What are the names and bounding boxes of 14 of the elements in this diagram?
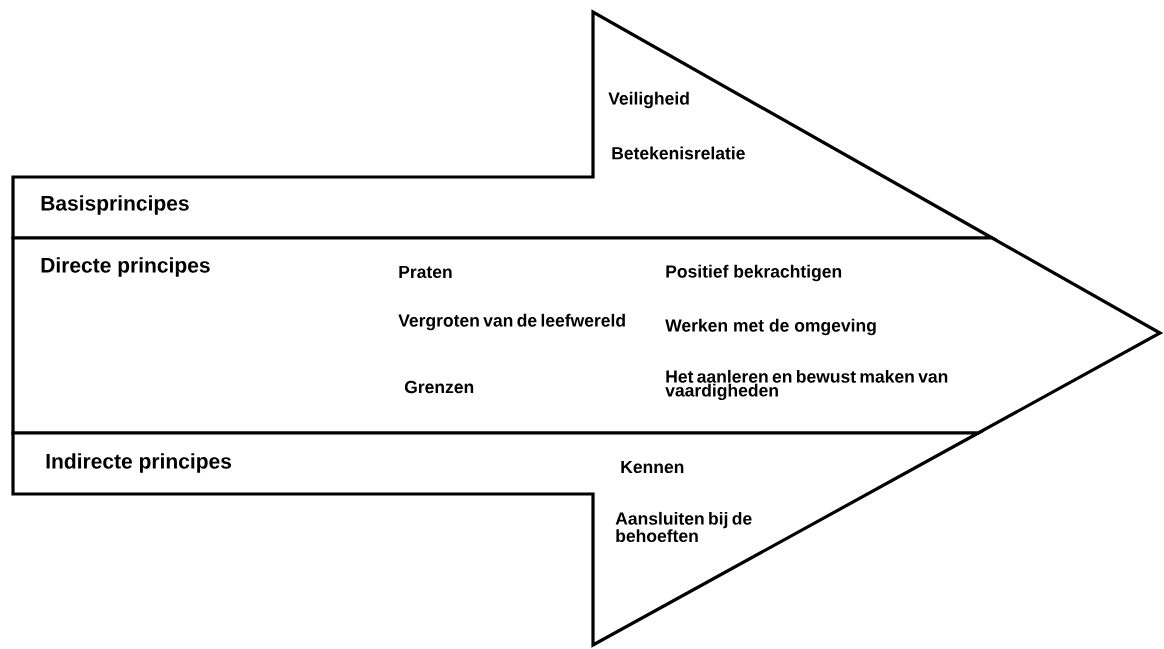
band-heading: Basisprincipes bbox=[41, 195, 189, 215]
principle-item: Vergroten van de leefwereld bbox=[398, 313, 625, 331]
band-heading: Indirecte principes bbox=[46, 453, 232, 473]
principle-item: Grenzen bbox=[404, 380, 474, 394]
principle-item: Praten bbox=[399, 265, 452, 279]
principle-item: Positief bekrachtigen bbox=[666, 264, 842, 282]
principle-item: Veiligheid bbox=[608, 91, 689, 109]
principle-item: Aansluiten bij de behoeften bbox=[615, 511, 752, 543]
principle-item: Kennen bbox=[621, 460, 684, 474]
arrow-band bbox=[11, 431, 985, 648]
principle-item: Werken met de omgeving bbox=[665, 318, 876, 336]
principle-item: Betekenisrelatie bbox=[612, 146, 745, 160]
band-heading: Directe principes bbox=[41, 257, 210, 277]
principle-item: Het aanleren en bewust maken van vaardigheden bbox=[665, 369, 948, 401]
